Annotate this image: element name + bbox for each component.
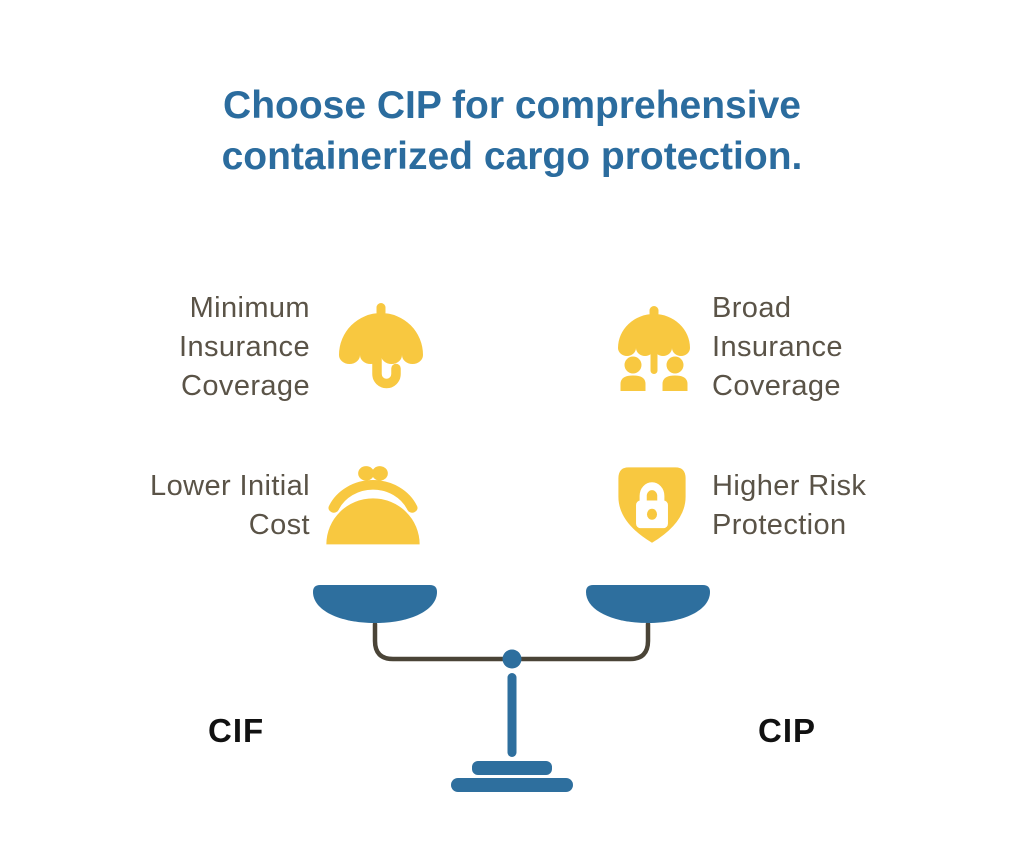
- cif-cost-label: Lower Initial Cost: [150, 470, 310, 541]
- cif-side-label: CIF: [208, 712, 265, 749]
- shield-lock-icon: [618, 467, 686, 543]
- umbrella-people-icon: [618, 306, 690, 391]
- left-scale-pan: [313, 585, 437, 623]
- cif-insurance-label: Minimum Insurance Coverage: [179, 292, 310, 402]
- scale-pole: [507, 673, 517, 757]
- page-title: Choose CIP for comprehensive containeriz…: [221, 84, 803, 178]
- cip-risk-label: Higher Risk Protection: [712, 470, 867, 541]
- scale-base-top: [472, 761, 552, 775]
- cip-insurance-label: Broad Insurance Coverage: [712, 292, 843, 402]
- coin-purse-icon: [326, 466, 420, 545]
- scale-base-bottom: [451, 778, 573, 792]
- right-scale-pan: [586, 585, 710, 623]
- umbrella-icon: [339, 303, 423, 389]
- balance-scale-graphic: [313, 585, 710, 792]
- scale-pivot: [502, 649, 522, 669]
- cip-side-label: CIP: [758, 712, 817, 749]
